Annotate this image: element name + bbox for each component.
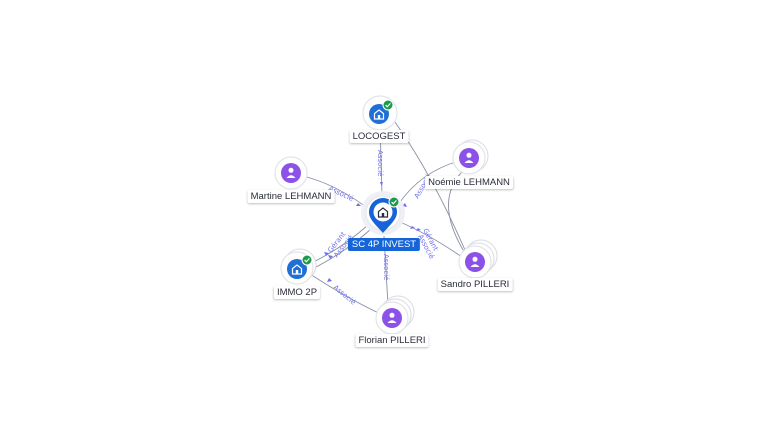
edge-martine-center — [302, 175, 367, 208]
node-label-immo-2p[interactable]: IMMO 2P — [273, 286, 321, 299]
arrow-martine — [356, 203, 361, 206]
verified-check-icon — [382, 99, 394, 111]
person-icon — [470, 256, 480, 267]
node-label-sandro-pilleri[interactable]: Sandro PILLERI — [437, 278, 513, 291]
node-label-locogest[interactable]: LOCOGEST — [349, 130, 409, 143]
node-martine-lehmann[interactable] — [274, 156, 308, 190]
edge-sandro-center — [399, 221, 463, 258]
edge-noemie-center — [397, 160, 460, 206]
verified-check-icon — [301, 254, 313, 266]
edge-florian-immo — [309, 273, 384, 316]
building-icon — [373, 109, 385, 120]
node-immo-2p[interactable] — [280, 248, 317, 285]
person-icon — [387, 312, 397, 323]
node-label-sc-4p-invest[interactable]: SC 4P INVEST — [347, 238, 421, 251]
node-florian-pilleri[interactable] — [375, 295, 415, 335]
node-locogest[interactable] — [362, 95, 398, 131]
node-noemie-lehmann[interactable] — [452, 139, 489, 175]
arrow-sandro-a — [416, 228, 421, 231]
edge-label-florian-center: Associé — [382, 254, 390, 280]
person-icon — [286, 167, 296, 178]
node-label-florian-pilleri[interactable]: Florian PILLERI — [355, 334, 429, 347]
edge-label-locogest-center: Associé — [376, 150, 384, 176]
node-sandro-pilleri[interactable] — [458, 239, 498, 279]
verified-check-icon — [388, 196, 400, 208]
arrow-immo-a — [324, 252, 329, 256]
arrow-immo-b — [328, 255, 333, 259]
person-icon — [464, 152, 474, 163]
arrow-florian-immo — [327, 278, 332, 282]
building-icon — [291, 264, 303, 275]
node-sc-4p-invest[interactable] — [361, 191, 405, 235]
building-icon — [377, 207, 389, 218]
edge-noemie-sandro — [448, 167, 469, 259]
node-label-martine-lehmann[interactable]: Martine LEHMANN — [247, 190, 335, 203]
arrow-sandro-b — [410, 226, 415, 229]
node-label-noemie-lehmann[interactable]: Noémie LEHMANN — [425, 176, 513, 189]
edge-label-florian-immo: Associé — [332, 283, 357, 306]
arrow-locogest — [380, 182, 383, 186]
